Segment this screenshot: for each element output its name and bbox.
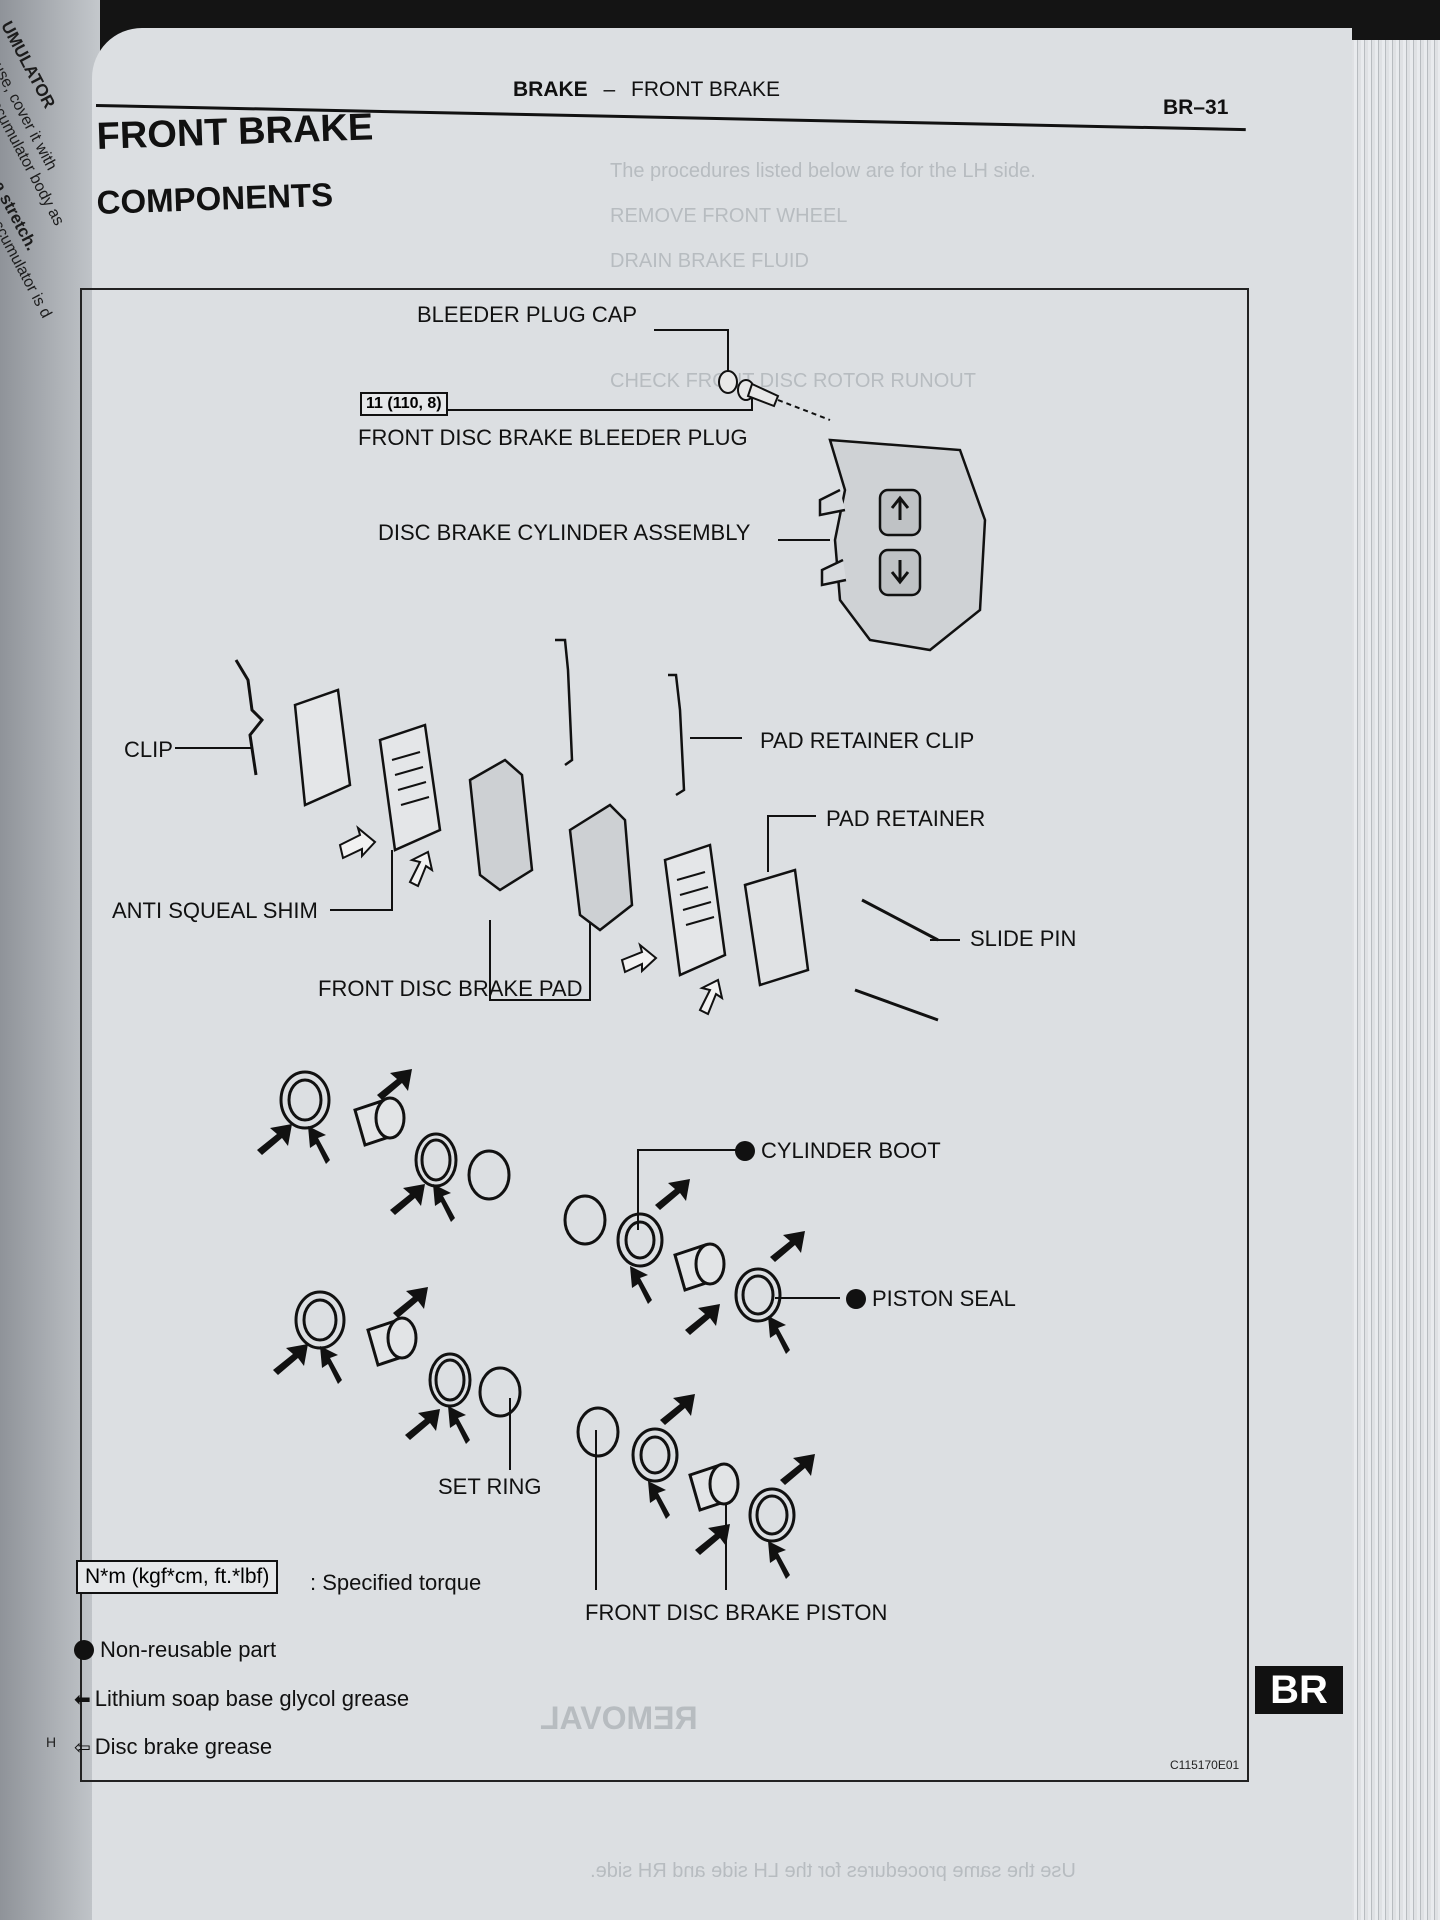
legend-torque-desc: : Specified torque [310, 1570, 482, 1595]
lithium-grease-arrows [257, 1069, 815, 1579]
running-head-dash: – [603, 78, 616, 101]
piston-icons [353, 1096, 740, 1512]
callout-piston-seal-text: PISTON SEAL [872, 1286, 1016, 1311]
callout-set-ring: SET RING [438, 1474, 542, 1499]
figure-id: C115170E01 [1170, 1758, 1240, 1772]
bleeder-plug-icon [746, 382, 831, 421]
page-stack-edge [1340, 40, 1440, 1920]
bleed-through-text: The procedures listed below are for the … [610, 160, 1036, 182]
legend-disc-grease: ⇦Disc brake grease [74, 1734, 272, 1760]
non-reusable-dot-icon [846, 1289, 866, 1309]
bleed-through-text: CHECK FRONT DISC ROTOR RUNOUT [610, 370, 976, 392]
callout-bleeder-plug-cap: BLEEDER PLUG CAP [417, 302, 638, 327]
slide-pin-icon [854, 898, 939, 1022]
brake-pad-icon [468, 758, 634, 932]
callout-cylinder-boot-text: CYLINDER BOOT [761, 1138, 941, 1163]
bleeder-plug-cap-icon [718, 370, 755, 401]
pad-lines [391, 751, 715, 926]
callout-piston-seal: PISTON SEAL [846, 1286, 1016, 1312]
callout-anti-squeal-shim: ANTI SQUEAL SHIM [112, 898, 318, 923]
section-tab: BR [1255, 1666, 1343, 1714]
callout-clip: CLIP [124, 737, 173, 762]
seal-rings [279, 1070, 796, 1543]
pad-retainer-icon [743, 868, 810, 987]
callout-bleeder-plug: FRONT DISC BRAKE BLEEDER PLUG [358, 425, 748, 450]
legend-lithium-grease-text: Lithium soap base glycol grease [94, 1686, 410, 1711]
callout-piston: FRONT DISC BRAKE PISTON [585, 1600, 888, 1625]
solid-arrow-icon: ⬅ [74, 1689, 91, 1711]
manual-page [92, 28, 1352, 1920]
disc-brake-grease-arrows [338, 825, 724, 1016]
callout-brake-pad: FRONT DISC BRAKE PAD [318, 976, 583, 1001]
legend-non-reusable-text: Non-reusable part [100, 1637, 277, 1662]
legend-torque-box: N*m (kgf*cm, ft.*lbf) [76, 1560, 279, 1594]
legend-lithium-grease: ⬅Lithium soap base glycol grease [74, 1686, 409, 1712]
callout-cylinder-boot: CYLINDER BOOT [735, 1138, 941, 1164]
bleed-through-text: REMOVE FRONT WHEEL [610, 205, 848, 227]
running-head-section: BRAKE [513, 78, 588, 101]
torque-spec-box: 11 (110, 8) [360, 392, 448, 416]
clip-icon [234, 659, 265, 776]
running-head: BRAKE – FRONT BRAKE [513, 78, 780, 102]
bleed-through-text: DRAIN BRAKE FLUID [610, 250, 809, 272]
hollow-arrow-icon: ⇦ [74, 1737, 91, 1759]
legend-disc-grease-text: Disc brake grease [94, 1734, 273, 1759]
callout-pad-retainer: PAD RETAINER [826, 806, 986, 831]
legend-non-reusable: Non-reusable part [74, 1637, 276, 1663]
caliper-body-icon [818, 438, 987, 652]
page-number: BR–31 [1163, 96, 1229, 119]
adjacent-left-page: UMULATOR use, cover it with ccumulator b… [0, 0, 100, 1920]
running-head-subsection: FRONT BRAKE [631, 78, 781, 101]
non-reusable-dot-icon [74, 1640, 94, 1660]
corner-mark: H [46, 1734, 57, 1750]
callout-cylinder-assembly: DISC BRAKE CYLINDER ASSEMBLY [378, 520, 751, 545]
callout-slide-pin: SLIDE PIN [970, 926, 1077, 951]
callout-pad-retainer-clip: PAD RETAINER CLIP [760, 728, 975, 753]
pad-retainer-clip-icon [555, 638, 686, 797]
non-reusable-dot-icon [735, 1141, 755, 1161]
figure-frame [80, 288, 1249, 1782]
